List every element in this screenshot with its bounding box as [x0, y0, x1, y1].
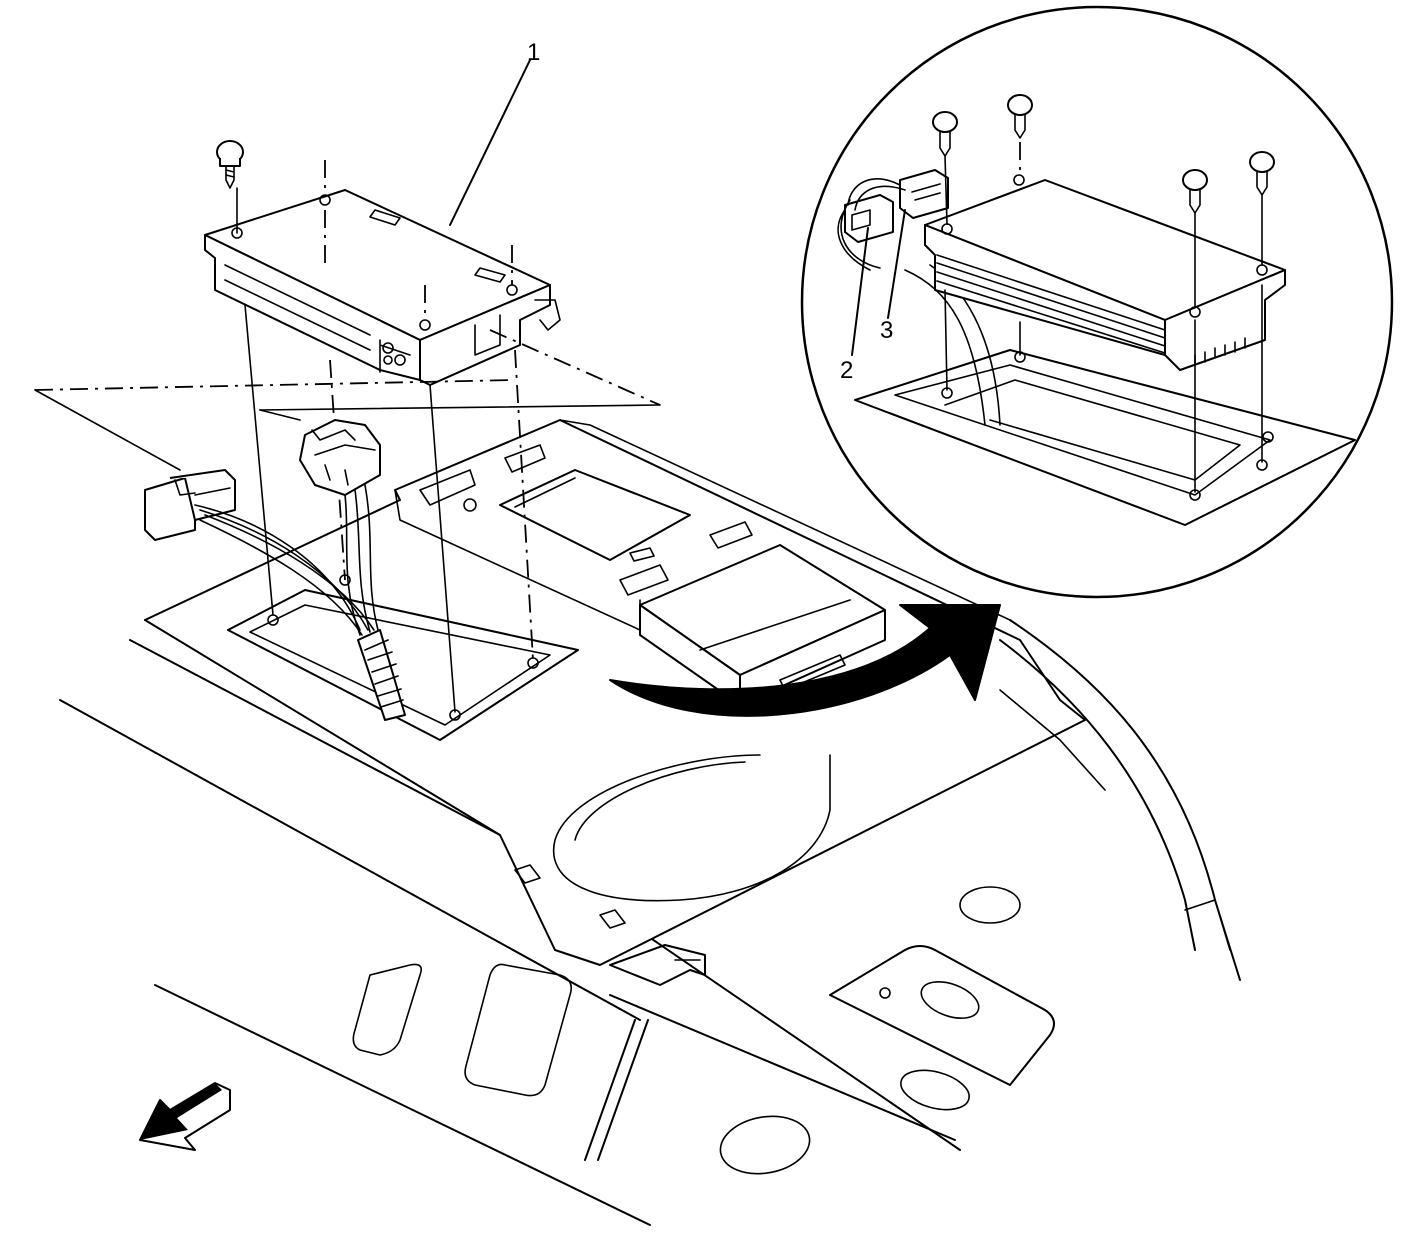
detail-view-arrow-icon	[609, 604, 1001, 717]
callout-3-leader	[887, 209, 906, 319]
callout-2: 2	[840, 357, 853, 384]
detail-inset	[800, 5, 1394, 599]
screw-fastener	[216, 140, 244, 189]
front-direction-arrow-icon	[139, 1082, 231, 1151]
roof-panel	[59, 419, 1241, 1226]
callout-2-leader	[851, 227, 869, 356]
callout-1: 1	[527, 39, 540, 66]
module-assembly	[204, 189, 561, 386]
alignment-lines	[34, 160, 661, 721]
callout-1-leader	[449, 59, 531, 226]
callout-3: 3	[880, 317, 893, 344]
inset-screws	[932, 94, 1275, 214]
wire-harness	[144, 419, 381, 636]
